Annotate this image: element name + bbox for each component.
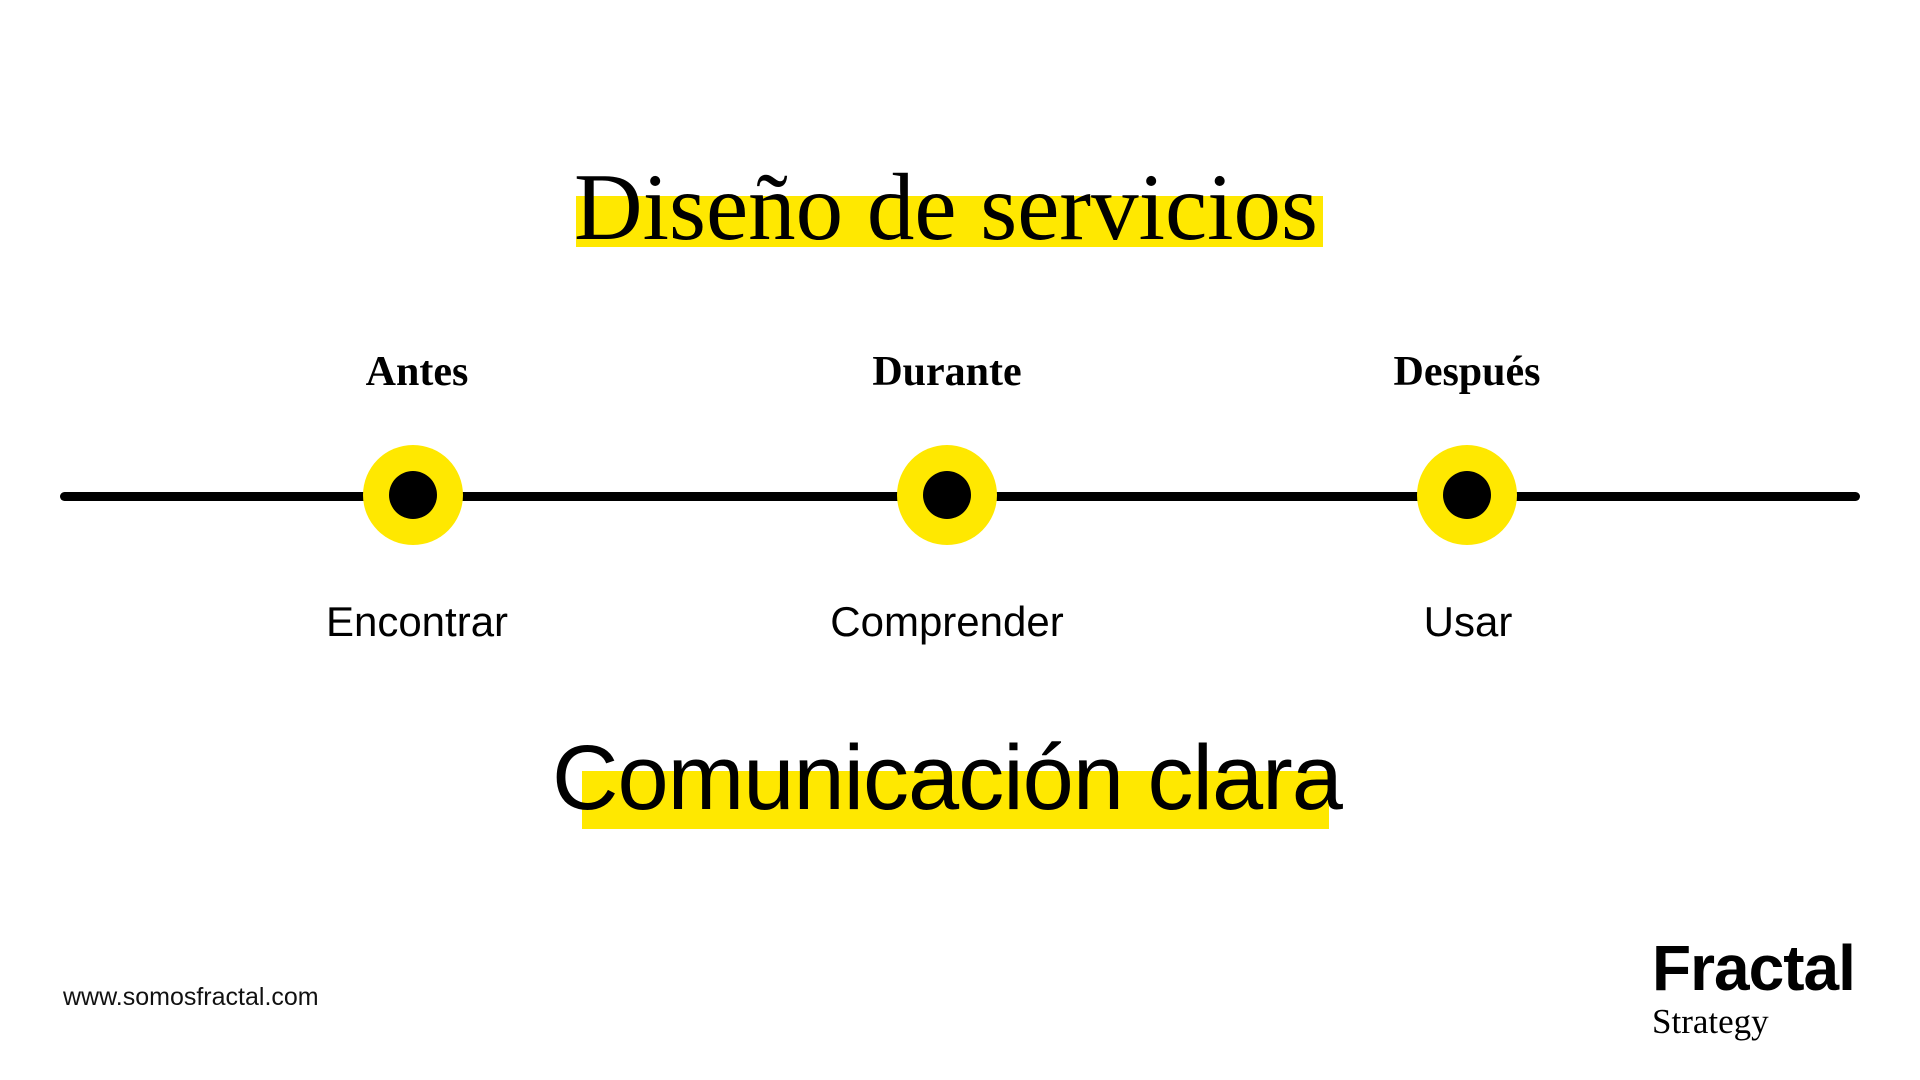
phase-label-antes: Antes	[365, 349, 469, 395]
timeline-node-antes	[363, 445, 463, 545]
subtitle: Comunicación clara	[552, 727, 1343, 829]
timeline-node-durante	[897, 445, 997, 545]
fractal-logo: Fractal Strategy	[1652, 932, 1856, 1041]
timeline-node-dot	[923, 471, 971, 519]
action-label-comprender: Comprender	[830, 598, 1064, 645]
phase-label-durante: Durante	[872, 349, 1022, 395]
timeline-node-dot	[1443, 471, 1491, 519]
title-highlight	[576, 196, 1323, 247]
action-label-encontrar: Encontrar	[325, 598, 509, 645]
timeline-node-despues	[1417, 445, 1517, 545]
brand-tagline: Strategy	[1652, 1002, 1769, 1041]
brand-name: Fractal	[1652, 932, 1856, 1004]
website-url: www.somosfractal.com	[63, 983, 319, 1011]
page-title: Diseño de servicios	[574, 154, 1318, 260]
action-label-usar: Usar	[1423, 598, 1513, 645]
subtitle-highlight	[582, 771, 1329, 829]
phase-label-despues: Después	[1393, 349, 1541, 395]
timeline-node-dot	[389, 471, 437, 519]
